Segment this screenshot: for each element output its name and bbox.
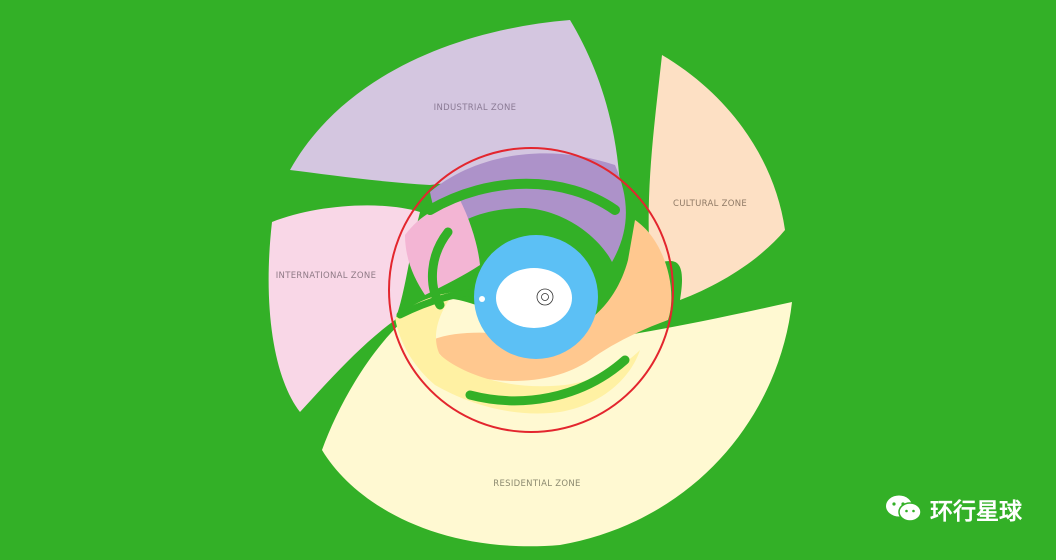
residential-inner-band xyxy=(395,292,640,414)
road-arc-north xyxy=(425,178,620,215)
road-arc-south xyxy=(465,355,630,406)
core-marker xyxy=(479,296,485,302)
road-diagonal xyxy=(396,288,484,319)
core-center xyxy=(496,268,572,328)
road-network xyxy=(396,178,630,406)
industrial-zone-label: INDUSTRIAL ZONE xyxy=(434,103,517,113)
international-zone-label: INTERNATIONAL ZONE xyxy=(276,271,377,281)
cultural-inner-band xyxy=(432,220,672,381)
boundary-circle xyxy=(388,147,674,433)
watermark-text: 环行星球 xyxy=(930,499,1022,525)
industrial-inner-band xyxy=(430,153,626,262)
core-target-outer xyxy=(536,288,554,306)
cultural-zone-area xyxy=(648,55,785,300)
international-zone-area xyxy=(268,205,420,412)
cultural-zone-label: CULTURAL ZONE xyxy=(673,199,747,209)
residential-zone-label: RESIDENTIAL ZONE xyxy=(493,479,580,489)
watermark: 环行星球 xyxy=(884,492,1022,526)
core-target-inner xyxy=(541,293,549,301)
wechat-icon xyxy=(886,495,922,522)
